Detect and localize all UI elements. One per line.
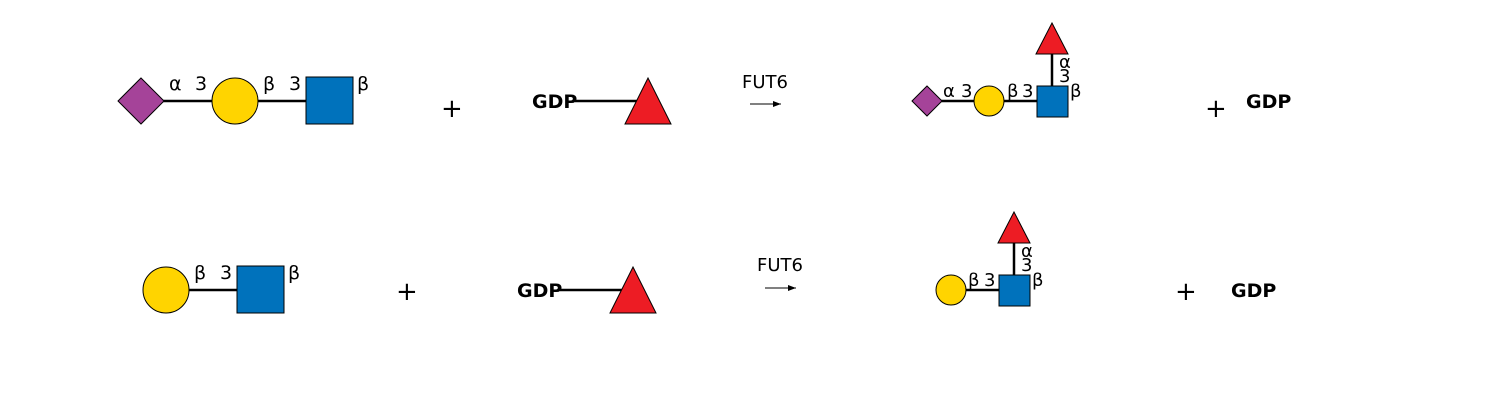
plus-sign: + — [1205, 94, 1227, 124]
gdp-label: GDP — [1231, 280, 1276, 302]
donor-gdp-fucose: GDP — [532, 76, 672, 125]
linkage-position: 3 — [289, 73, 301, 95]
product-2: β 3 β α 3 — [935, 210, 1044, 307]
glcnac-square-icon — [998, 274, 1031, 307]
plus-sign: + — [441, 94, 463, 124]
reaction-2: β 3 β + GDP FUT6 β 3 β α 3 — [142, 210, 1276, 314]
linkage-position: 3 — [984, 270, 995, 291]
reducing-end-anomer: β — [1070, 81, 1082, 102]
gdp-label: GDP — [532, 91, 577, 113]
enzyme-label: FUT6 — [742, 72, 788, 93]
linkage-anomer: β — [263, 73, 275, 95]
enzyme-label: FUT6 — [757, 255, 803, 276]
reducing-end-anomer: β — [288, 262, 300, 284]
fucose-position: 3 — [1059, 66, 1070, 87]
glcnac-square-icon — [1036, 85, 1069, 118]
product-1: α 3 β 3 β α 3 — [911, 21, 1082, 118]
fucose-triangle-icon — [1035, 21, 1069, 55]
linkage-anomer: β — [1007, 81, 1019, 102]
gal-circle-icon — [211, 77, 259, 125]
linkage-anomer: β — [194, 262, 206, 284]
plus-sign: + — [1175, 277, 1197, 307]
glcnac-square-icon — [305, 76, 354, 125]
fucose-anomer: α — [1059, 52, 1071, 73]
gdp-label: GDP — [1246, 91, 1291, 113]
substrate-1: α 3 β 3 β — [117, 73, 369, 125]
linkage-anomer: β — [968, 270, 980, 291]
gal-circle-icon — [973, 85, 1005, 117]
fucose-triangle-icon — [997, 210, 1031, 244]
reaction-arrow: FUT6 — [742, 72, 788, 107]
linkage-position: 3 — [961, 81, 972, 102]
donor-gdp-fucose: GDP — [517, 265, 657, 314]
neuac-diamond-icon — [911, 85, 943, 117]
reaction-1: α 3 β 3 β + GDP FUT6 α 3 β — [117, 21, 1291, 125]
linkage-position: 3 — [195, 73, 207, 95]
linkage-anomer: α — [169, 73, 182, 95]
linkage-position: 3 — [220, 262, 232, 284]
linkage-anomer: α — [943, 81, 955, 102]
fucose-position: 3 — [1021, 255, 1032, 276]
neuac-diamond-icon — [117, 77, 165, 125]
glcnac-square-icon — [236, 265, 285, 314]
gal-circle-icon — [142, 266, 190, 314]
substrate-2: β 3 β — [142, 262, 300, 314]
linkage-position: 3 — [1022, 81, 1033, 102]
fucose-anomer: α — [1021, 241, 1033, 262]
reducing-end-anomer: β — [1032, 270, 1044, 291]
fucose-triangle-icon — [624, 76, 672, 125]
plus-sign: + — [396, 277, 418, 307]
gal-circle-icon — [935, 274, 967, 306]
gdp-label: GDP — [517, 280, 562, 302]
reaction-arrow: FUT6 — [757, 255, 803, 291]
reducing-end-anomer: β — [357, 73, 369, 95]
fucose-triangle-icon — [609, 265, 657, 314]
